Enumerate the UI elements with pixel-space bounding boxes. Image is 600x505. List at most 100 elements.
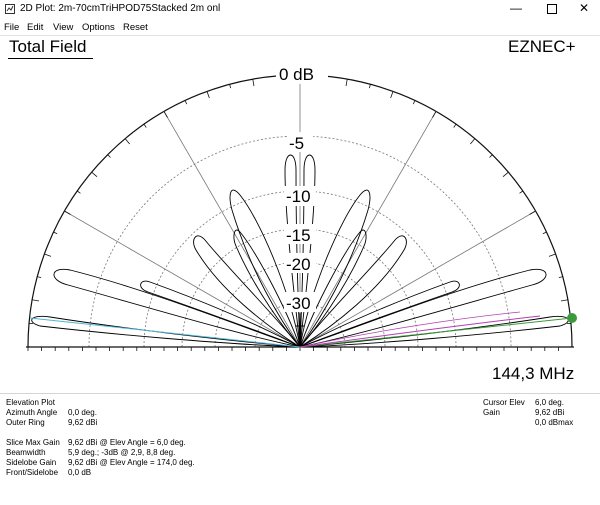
menu-reset[interactable]: Reset bbox=[123, 22, 148, 33]
ring-tick bbox=[390, 91, 394, 99]
plot-title-underline bbox=[8, 58, 93, 59]
pattern-trace bbox=[31, 154, 569, 348]
maximize-icon bbox=[547, 3, 557, 14]
ring-tick bbox=[529, 210, 536, 215]
ring-tick bbox=[206, 91, 210, 99]
cursor-label: Gain bbox=[483, 408, 500, 417]
ring-tick bbox=[548, 253, 556, 257]
info-value: 0,0 deg. bbox=[68, 408, 97, 417]
stats-value: 0,0 dB bbox=[68, 468, 92, 477]
stats-label: Sidelobe Gain bbox=[6, 458, 57, 467]
ring-tick bbox=[502, 171, 509, 177]
ring-tick bbox=[53, 231, 58, 235]
lobe-right-high bbox=[299, 189, 371, 348]
green-cursor-line bbox=[299, 317, 573, 348]
ring-tick bbox=[252, 79, 255, 87]
ring-tick bbox=[163, 111, 168, 118]
ring-tick bbox=[368, 84, 371, 89]
ring-label-0db: 0 dB bbox=[279, 65, 314, 84]
maximize-button[interactable] bbox=[534, 0, 570, 18]
cursor-value: 0,0 dBmax bbox=[535, 418, 574, 427]
menu-edit[interactable]: Edit bbox=[27, 22, 44, 33]
stats-value: 5,9 deg.; -3dB @ 2,9, 8,8 deg. bbox=[68, 448, 176, 457]
ring-tick bbox=[184, 100, 188, 105]
cursor-values: 6,0 deg. 9,62 dBi 0,0 dBmax bbox=[535, 398, 573, 428]
ring-tick bbox=[229, 84, 232, 89]
info-labels-left: Elevation Plot Azimuth Angle Outer Ring bbox=[6, 398, 57, 428]
info-label: Azimuth Angle bbox=[6, 408, 58, 417]
lobe-left-vertical bbox=[284, 154, 301, 348]
cursor-label bbox=[483, 418, 525, 428]
minimize-button[interactable]: — bbox=[498, 0, 534, 18]
lobe-right-2 bbox=[299, 268, 547, 348]
cyan-elevation-line bbox=[29, 317, 301, 348]
lobe-left-2 bbox=[53, 268, 301, 348]
ring-tick bbox=[124, 138, 130, 145]
ring-minus-30 bbox=[254, 301, 346, 348]
ring-tick bbox=[519, 190, 524, 194]
info-value bbox=[68, 398, 97, 408]
lobe-left-high bbox=[229, 189, 301, 348]
magenta-lobe-line-2 bbox=[299, 311, 521, 348]
ring-tick bbox=[64, 210, 71, 215]
ring-tick bbox=[560, 299, 568, 302]
menu-file[interactable]: File bbox=[4, 22, 20, 33]
ring-tick bbox=[489, 154, 493, 158]
ring-tick bbox=[32, 299, 40, 302]
title-bar: 2D Plot: 2m-70cmTriHPOD75Stacked 2m onl … bbox=[0, 0, 600, 18]
spoke-30 bbox=[64, 210, 301, 348]
cursor-label: Cursor Elev bbox=[483, 398, 525, 407]
menu-divider bbox=[0, 35, 600, 36]
plot-title: Total Field bbox=[9, 37, 87, 56]
info-value: 9,62 dBi bbox=[68, 418, 98, 427]
stats-label: Front/Sidelobe bbox=[6, 468, 59, 477]
lobe-right-60 bbox=[299, 229, 367, 348]
ring-tick bbox=[412, 100, 416, 105]
ring-label-minus-20: -20 bbox=[286, 255, 311, 274]
close-button[interactable]: ✕ bbox=[566, 0, 600, 18]
stats-value: 9,62 dBi @ Elev Angle = 6,0 deg. bbox=[68, 438, 186, 447]
frequency-label: 144,3 MHz bbox=[492, 364, 575, 383]
spoke-150 bbox=[299, 210, 536, 348]
spoke-60 bbox=[163, 111, 301, 348]
close-icon: ✕ bbox=[578, 1, 590, 15]
ring-label-minus-15: -15 bbox=[286, 226, 311, 245]
info-divider bbox=[0, 393, 600, 394]
ring-tick bbox=[91, 171, 98, 177]
ring-tick bbox=[432, 111, 437, 118]
cursor-dot[interactable] bbox=[567, 313, 577, 323]
brand-label: EZNEC+ bbox=[508, 37, 576, 56]
info-label: Outer Ring bbox=[6, 418, 45, 427]
menu-options[interactable]: Options bbox=[82, 22, 115, 33]
app-icon bbox=[5, 4, 15, 14]
stats-values: 9,62 dBi @ Elev Angle = 6,0 deg. 5,9 deg… bbox=[68, 438, 195, 478]
lobe-left-3 bbox=[140, 280, 301, 348]
magenta-lobe-line bbox=[299, 315, 541, 348]
stats-value: 9,62 dBi @ Elev Angle = 174,0 deg. bbox=[68, 458, 195, 467]
lobe-right-45 bbox=[299, 235, 407, 348]
minimize-icon: — bbox=[510, 1, 522, 15]
cursor-value: 9,62 dBi bbox=[535, 408, 565, 417]
spoke-120 bbox=[299, 111, 437, 348]
window-title: 2D Plot: 2m-70cmTriHPOD75Stacked 2m onl bbox=[20, 3, 221, 14]
ring-tick bbox=[470, 138, 476, 145]
polar-plot[interactable]: 0 dB -5 -10 -15 -20 -30 bbox=[0, 0, 600, 395]
ring-tick bbox=[37, 276, 42, 279]
menu-view[interactable]: View bbox=[53, 22, 74, 33]
ring-tick bbox=[44, 253, 52, 257]
info-label: Elevation Plot bbox=[6, 398, 55, 407]
lobe-right-3 bbox=[299, 280, 460, 348]
ring-tick bbox=[345, 79, 348, 87]
ring-minus-5 bbox=[88, 135, 512, 348]
stats-labels: Slice Max Gain Beamwidth Sidelobe Gain F… bbox=[6, 438, 60, 478]
ring-tick bbox=[76, 190, 81, 194]
ring-tick bbox=[143, 123, 147, 128]
ring-label-minus-5: -5 bbox=[289, 134, 304, 153]
lobe-right-vertical bbox=[299, 154, 316, 348]
ring-label-minus-30: -30 bbox=[286, 294, 311, 313]
ring-tick bbox=[542, 231, 547, 235]
ring-label-minus-10: -10 bbox=[286, 187, 311, 206]
lobe-left-60 bbox=[233, 229, 301, 348]
cursor-labels: Cursor Elev Gain bbox=[483, 398, 525, 428]
ring-tick bbox=[558, 276, 563, 279]
